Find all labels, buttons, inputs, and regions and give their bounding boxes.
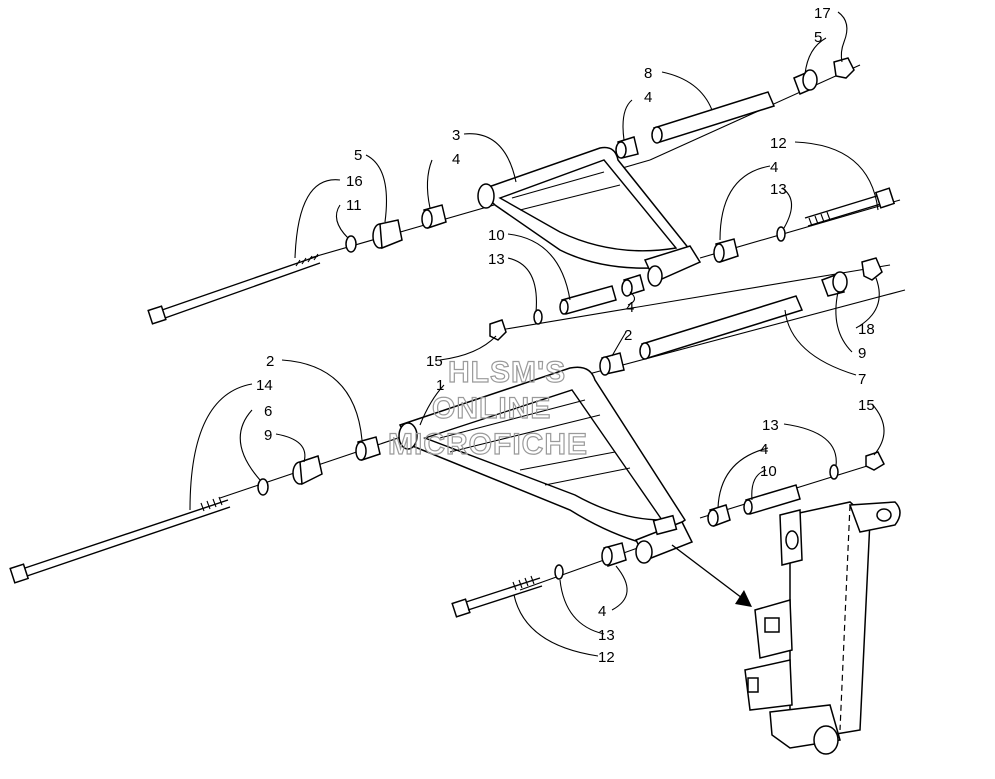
callout-6: 6 [264,403,272,420]
lower-a-arm-1 [398,366,694,564]
washer-13-c [829,464,839,480]
washer-13-a [776,226,786,242]
bushing-2-right [599,352,625,376]
bushing-4-a [421,204,447,229]
callout-10: 10 [760,463,777,480]
callout-4: 4 [760,441,768,458]
tube-10-upper [559,285,617,315]
washer-11 [345,235,357,253]
callout-10: 10 [488,227,505,244]
callout-13: 13 [762,417,779,434]
callout-8: 8 [644,65,652,82]
watermark-line-3: MICROFICHE [388,428,588,461]
nut-15-upper [489,319,507,341]
bushing-2-left [355,436,381,461]
callout-15: 15 [858,397,875,414]
tube-7 [639,295,804,360]
bolt-16 [147,253,321,325]
bushing-4-d [621,274,645,297]
callout-1: 1 [436,377,444,394]
nut-17 [833,57,855,79]
bushing-4-b [615,136,639,159]
tube-8 [651,91,776,144]
bushing-5-top [793,69,818,95]
bolt-14 [9,496,231,584]
washer-13-d [554,564,564,580]
callout-4: 4 [626,299,634,316]
bolt-12-upper [804,187,896,227]
bushing-4-c [713,238,739,263]
callout-15: 15 [426,353,443,370]
callout-4: 4 [770,159,778,176]
callout-9: 9 [264,427,272,444]
callout-13: 13 [598,627,615,644]
bushing-4-e [707,504,731,527]
callout-2: 2 [266,353,274,370]
callout-2: 2 [624,327,632,344]
callout-5: 5 [814,29,822,46]
callout-7: 7 [858,371,866,388]
leader-lines [189,11,885,657]
lower-rear-axis [584,289,906,376]
callout-3: 3 [452,127,460,144]
watermark-line-2: ONLINE [432,392,551,425]
washer-6 [257,478,269,496]
steering-spindle [744,501,901,755]
callout-18: 18 [858,321,875,338]
bushing-9-left [292,455,323,486]
callout-9: 9 [858,345,866,362]
watermark: HLSM'S ONLINE MICROFICHE [387,355,588,461]
callout-4: 4 [644,89,652,106]
nut-15-lower [865,451,885,471]
tube-10-lower [743,484,801,515]
callout-12: 12 [598,649,615,666]
callout-4: 4 [598,603,606,620]
nut-18 [861,257,883,281]
callout-13: 13 [488,251,505,268]
callout-16: 16 [346,173,363,190]
callout-4: 4 [452,151,460,168]
assembly-arrow [671,544,752,607]
bushing-5-left [372,219,403,250]
callout-17: 17 [814,5,831,22]
washer-13-b [533,309,543,325]
callout-11: 11 [346,197,362,214]
callout-13: 13 [770,181,787,198]
callout-5: 5 [354,147,362,164]
upper-inner-axis [499,264,891,331]
bushing-9-right [821,271,848,297]
upper-a-arm-3 [477,146,702,287]
watermark-line-1: HLSM'S [448,356,566,389]
bolt-12-lower [451,575,543,618]
callout-labels: 17 5 8 4 3 4 5 16 11 12 4 13 10 13 4 18 … [256,5,875,666]
bushing-4-f [601,542,627,567]
callout-12: 12 [770,135,787,152]
callout-14: 14 [256,377,273,394]
